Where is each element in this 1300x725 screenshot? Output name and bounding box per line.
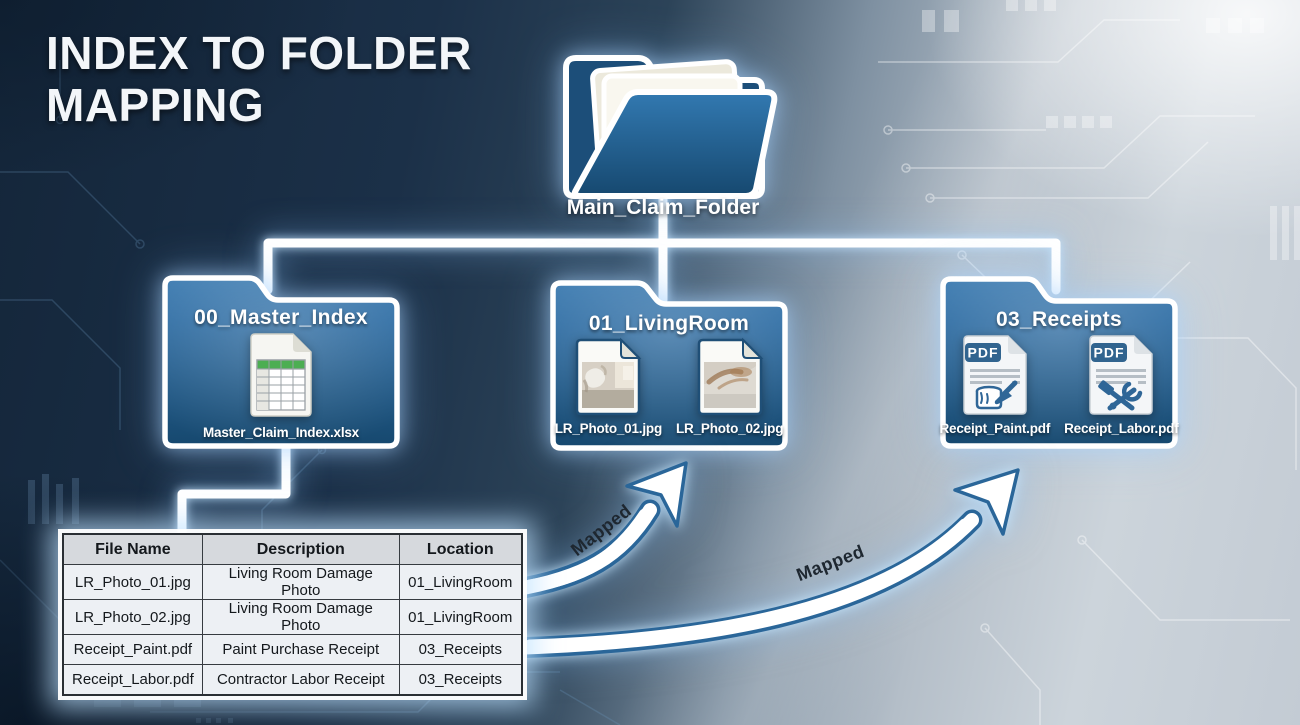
file-spreadsheet: Master_Claim_Index.xlsx: [203, 330, 359, 440]
cell-file-name: LR_Photo_01.jpg: [62, 564, 203, 600]
cell-description: Contractor Labor Receipt: [201, 664, 400, 696]
photo-icon: [576, 337, 642, 416]
table-row: LR_Photo_02.jpg Living Room Damage Photo…: [62, 599, 523, 635]
table-row: LR_Photo_01.jpg Living Room Damage Photo…: [62, 564, 523, 600]
column-header-location: Location: [398, 533, 523, 565]
folder-name: 00_Master_Index: [194, 306, 368, 329]
file-label: LR_Photo_02.jpg: [676, 421, 784, 436]
file-pdf-paint: PDF Receipt_Paint.pdf: [939, 332, 1051, 436]
cell-description: Living Room Damage Photo: [201, 599, 400, 635]
file-label: LR_Photo_01.jpg: [554, 421, 662, 436]
main-folder-icon: [563, 55, 778, 199]
pdf-paint-icon: PDF: [963, 335, 1027, 415]
pdf-labor-icon: PDF: [1089, 335, 1154, 415]
spreadsheet-icon: [250, 333, 312, 417]
table-header-row: File Name Description Location: [62, 533, 523, 565]
file-label: Receipt_Paint.pdf: [939, 421, 1051, 436]
cell-location: 03_Receipts: [398, 664, 523, 696]
page-title: INDEX TO FOLDER MAPPING: [46, 27, 472, 131]
cell-file-name: LR_Photo_02.jpg: [62, 599, 203, 635]
file-label: Receipt_Labor.pdf: [1064, 421, 1179, 436]
file-pdf-labor: PDF Receipt_Labor.pdf: [1064, 332, 1179, 436]
folder-living-room: 01_LivingRoom LR_Photo_01.j: [546, 276, 792, 454]
file-photo-2: LR_Photo_02.jpg: [676, 336, 783, 436]
column-header-file-name: File Name: [62, 533, 203, 565]
cell-description: Living Room Damage Photo: [201, 564, 400, 600]
table-row: Receipt_Paint.pdf Paint Purchase Receipt…: [62, 634, 523, 665]
index-mapping-table: File Name Description Location LR_Photo_…: [62, 533, 523, 696]
main-folder-label: Main_Claim_Folder: [566, 196, 760, 219]
column-header-description: Description: [201, 533, 400, 565]
cell-description: Paint Purchase Receipt: [201, 634, 400, 665]
cell-file-name: Receipt_Labor.pdf: [62, 664, 203, 696]
index-to-table-line: [177, 441, 291, 541]
folder-name: 01_LivingRoom: [588, 312, 750, 335]
cell-file-name: Receipt_Paint.pdf: [62, 634, 203, 665]
mapped-arrow-living-room: [501, 461, 688, 601]
table-row: Receipt_Labor.pdf Contractor Labor Recei…: [62, 664, 523, 696]
pdf-badge: PDF: [967, 345, 998, 361]
pdf-badge: PDF: [1094, 345, 1125, 361]
cell-location: 01_LivingRoom: [398, 564, 523, 600]
photo-icon: [697, 337, 764, 416]
cell-location: 03_Receipts: [398, 634, 523, 665]
mapped-arrow-receipts: [501, 468, 1020, 659]
folder-master-index: 00_Master_Index Master_Claim_Index.xlsx: [158, 270, 404, 452]
folder-receipts: 03_Receipts PDF: [936, 272, 1182, 452]
file-photo-1: LR_Photo_01.jpg: [555, 336, 662, 436]
file-label: Master_Claim_Index.xlsx: [203, 425, 359, 440]
folder-name: 03_Receipts: [996, 308, 1122, 331]
cell-location: 01_LivingRoom: [398, 599, 523, 635]
